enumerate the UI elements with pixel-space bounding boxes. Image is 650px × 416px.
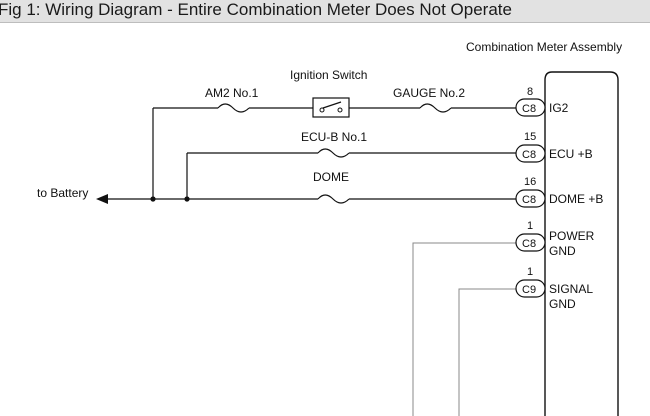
terminal-power-gnd: 1 C8 POWER GND bbox=[515, 220, 595, 258]
ignition-switch-contact-left bbox=[319, 107, 325, 113]
gauge-fuse-label: GAUGE No.2 bbox=[393, 86, 465, 100]
dome-fuse-label: DOME bbox=[313, 170, 349, 184]
figure-header: Fig 1: Wiring Diagram - Entire Combinati… bbox=[0, 0, 650, 23]
fuse-gauge bbox=[419, 103, 452, 113]
junction-dot-ecub bbox=[184, 196, 190, 202]
pin-number: 1 bbox=[527, 220, 533, 232]
fuse-ecub bbox=[317, 148, 350, 158]
connector-id: C8 bbox=[522, 149, 536, 161]
connector-id: C9 bbox=[522, 284, 536, 296]
terminal-ig2: 8 C8 IG2 bbox=[515, 86, 569, 117]
signal-name: ECU +B bbox=[549, 147, 593, 161]
figure-title: Fig 1: Wiring Diagram - Entire Combinati… bbox=[0, 0, 512, 19]
ecub-fuse-label: ECU-B No.1 bbox=[301, 130, 367, 144]
ignition-switch-contact-right bbox=[337, 107, 343, 113]
signal-name-line2: GND bbox=[549, 297, 576, 311]
pin-number: 16 bbox=[524, 176, 536, 188]
assembly-label: Combination Meter Assembly bbox=[466, 40, 622, 54]
signal-name-line1: POWER bbox=[549, 229, 595, 243]
ignition-switch-lever bbox=[322, 101, 342, 109]
fuse-dome bbox=[317, 194, 350, 204]
battery-arrow-icon bbox=[96, 194, 108, 204]
am2-fuse-label: AM2 No.1 bbox=[205, 86, 259, 100]
terminal-ecu-b: 15 C8 ECU +B bbox=[515, 131, 593, 163]
signal-name-line1: SIGNAL bbox=[549, 282, 593, 296]
connector-shape bbox=[515, 233, 546, 252]
connector-shape bbox=[515, 98, 546, 117]
ignition-switch-icon bbox=[312, 97, 350, 118]
connector-id: C8 bbox=[522, 238, 536, 250]
connector-shape bbox=[515, 189, 546, 208]
signal-name: DOME +B bbox=[549, 192, 603, 206]
signal-name: IG2 bbox=[549, 101, 569, 115]
pin-number: 1 bbox=[527, 266, 533, 278]
terminal-dome-b: 16 C8 DOME +B bbox=[515, 176, 603, 208]
pin-number: 8 bbox=[527, 86, 533, 98]
wire-signal-gnd bbox=[458, 288, 516, 416]
junction-dot-am2 bbox=[150, 196, 156, 202]
connector-shape bbox=[515, 279, 546, 298]
ignition-switch-label: Ignition Switch bbox=[290, 68, 367, 82]
pin-number: 15 bbox=[524, 131, 536, 143]
connector-id: C8 bbox=[522, 194, 536, 206]
connector-shape bbox=[515, 144, 546, 163]
signal-name-line2: GND bbox=[549, 244, 576, 258]
wire-power-gnd bbox=[412, 242, 516, 416]
connector-id: C8 bbox=[522, 103, 536, 115]
battery-label: to Battery bbox=[37, 186, 88, 200]
meter-assembly-box bbox=[544, 71, 619, 416]
terminal-signal-gnd: 1 C9 SIGNAL GND bbox=[515, 266, 593, 311]
fuse-am2 bbox=[217, 103, 250, 113]
